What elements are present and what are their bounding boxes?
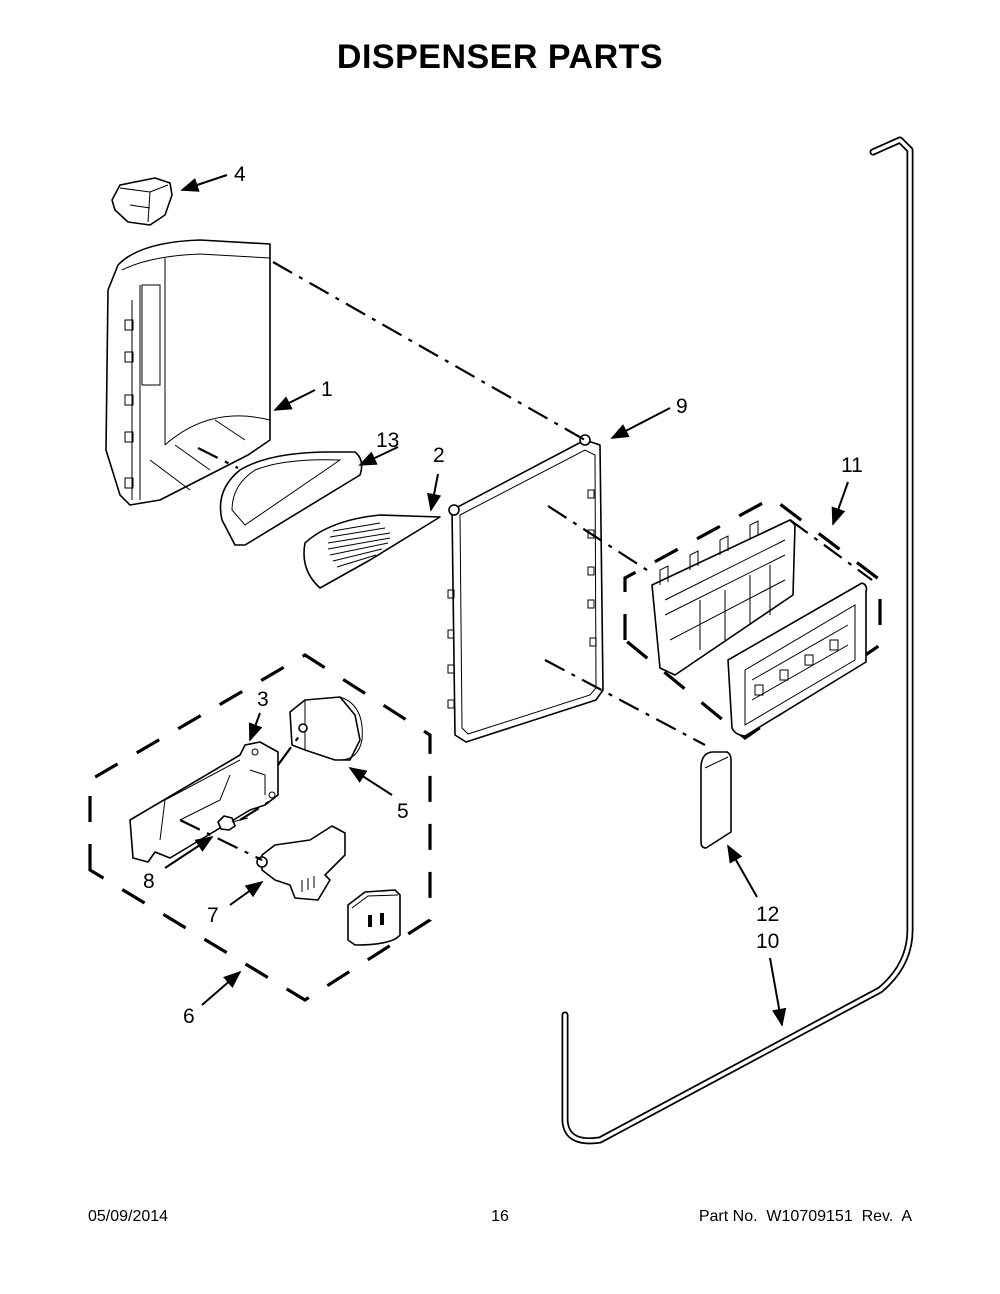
- callout-8: 8: [143, 870, 155, 893]
- callout-5: 5: [397, 800, 409, 823]
- callout-11: 11: [841, 454, 863, 477]
- callout-13: 13: [376, 429, 399, 452]
- part-4-ice-chute-cap: [111, 177, 173, 226]
- callout-leaders: [164, 174, 849, 1027]
- callout-12: 12: [756, 903, 779, 926]
- callout-9: 9: [676, 395, 688, 418]
- footer-date: 05/09/2014: [88, 1208, 169, 1225]
- callout-6: 6: [183, 1005, 195, 1028]
- callout-7: 7: [207, 904, 219, 927]
- part-5-solenoid-motor: [289, 696, 363, 761]
- callout-1: 1: [321, 378, 333, 401]
- part-9-gasket-frame: [447, 434, 604, 743]
- callout-2: 2: [433, 444, 445, 467]
- callout-4: 4: [234, 163, 246, 186]
- callout-3: 3: [257, 688, 269, 711]
- part-11-control-panel-assembly: [623, 496, 882, 740]
- part-12-pad: [700, 751, 732, 849]
- callout-10: 10: [756, 930, 779, 953]
- page-title: DISPENSER PARTS: [336, 38, 664, 76]
- part-1-dispenser-housing: [105, 239, 271, 506]
- callout-labels: 4 1 13 2 9 11 3 5 8 7 6 12 10: [143, 163, 863, 1028]
- footer-page-number: 16: [491, 1208, 509, 1225]
- part-3-actuator-bracket: [129, 741, 279, 863]
- part-2-drip-tray-grille: [303, 514, 441, 589]
- part-13-drip-tray-frame: [219, 451, 363, 546]
- part-7-paddle-switch: [256, 825, 346, 901]
- footer-part-number: Part No. W10709151 Rev. A: [698, 1208, 912, 1225]
- switch-cover: [347, 889, 401, 946]
- part-6-assembly-boundary: [88, 653, 432, 1002]
- alignment-lines: [179, 261, 873, 861]
- part-10-water-tube: [561, 136, 914, 1145]
